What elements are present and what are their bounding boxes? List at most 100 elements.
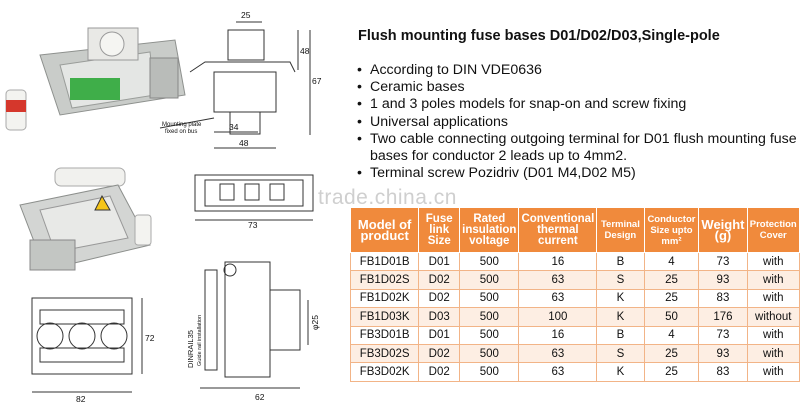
cell-terminal: B bbox=[596, 325, 645, 345]
cell-current: 63 bbox=[518, 362, 598, 382]
product-illustrations: 25 48 67 34 48 Mounting plate fixed on b… bbox=[0, 0, 350, 407]
cell-conductor: 25 bbox=[643, 343, 700, 364]
table-row: FB3D01B D01 500 16 B 4 73 with bbox=[349, 325, 800, 345]
dimension-drawing-3 bbox=[31, 297, 143, 393]
cell-conductor: 25 bbox=[643, 288, 700, 309]
cell-terminal: K bbox=[596, 362, 645, 382]
cell-size: D02 bbox=[418, 343, 461, 364]
cell-current: 63 bbox=[518, 288, 598, 309]
cell-weight: 83 bbox=[698, 362, 748, 382]
drawings-svg: 25 48 67 34 48 Mounting plate fixed on b… bbox=[5, 10, 322, 404]
cell-cover: with bbox=[746, 343, 800, 364]
feature-list: According to DIN VDE0636 Ceramic bases 1… bbox=[354, 62, 798, 183]
cell-size: D01 bbox=[418, 251, 461, 272]
watermark: trade.china.cn bbox=[318, 186, 457, 209]
table-row: FB1D03K D03 500 100 K 50 176 without bbox=[349, 307, 800, 327]
table-row: FB3D02K D02 500 63 K 25 83 with bbox=[349, 362, 800, 382]
header-weight: Weight (g) bbox=[698, 207, 748, 253]
cell-model: FB3D01B bbox=[349, 325, 420, 345]
dim-48-right-label: 48 bbox=[300, 46, 310, 56]
cell-conductor: 4 bbox=[643, 251, 700, 272]
dim-67-label: 67 bbox=[312, 76, 322, 86]
dim-34-label: 34 bbox=[229, 122, 239, 132]
cell-current: 16 bbox=[518, 325, 598, 345]
cell-conductor: 4 bbox=[643, 325, 700, 345]
cell-weight: 83 bbox=[698, 288, 748, 309]
feature-item: Universal applications bbox=[354, 114, 798, 131]
cell-current: 63 bbox=[518, 343, 598, 364]
cell-cover: with bbox=[746, 362, 800, 382]
mounting-plate-label: Mounting plate bbox=[162, 122, 202, 128]
table-row: FB1D02K D02 500 63 K 25 83 with bbox=[349, 288, 800, 309]
dimension-drawing-2 bbox=[194, 174, 314, 221]
table-header-row: Model of product Fuse link Size Rated in… bbox=[349, 207, 800, 253]
dim-48-bottom-label: 48 bbox=[239, 138, 249, 148]
cell-cover: with bbox=[746, 288, 800, 309]
header-conductor-size: Conductor Size upto mm² bbox=[643, 207, 700, 253]
feature-item: Two cable connecting outgoing terminal f… bbox=[354, 131, 798, 165]
dim-phi25-label: φ25 bbox=[310, 315, 320, 330]
table-row: FB3D02S D02 500 63 S 25 93 with bbox=[349, 343, 800, 364]
cell-voltage: 500 bbox=[459, 288, 520, 309]
cell-conductor: 50 bbox=[643, 307, 700, 327]
cell-size: D01 bbox=[418, 325, 461, 345]
cell-size: D03 bbox=[418, 307, 461, 327]
cell-terminal: B bbox=[596, 251, 645, 272]
table-row: FB1D01B D01 500 16 B 4 73 with bbox=[349, 251, 800, 272]
spec-table: Model of product Fuse link Size Rated in… bbox=[349, 207, 800, 382]
spec-panel: Flush mounting fuse bases D01/D02/D03,Si… bbox=[349, 0, 800, 407]
cell-size: D02 bbox=[418, 270, 461, 290]
cell-size: D02 bbox=[418, 288, 461, 309]
dim-73-label: 73 bbox=[248, 220, 258, 230]
cell-model: FB1D01B bbox=[349, 251, 420, 272]
header-protection-cover: Protection Cover bbox=[746, 207, 800, 253]
cell-conductor: 25 bbox=[643, 362, 700, 382]
dinrail-label: DINRAIL35 bbox=[186, 330, 195, 368]
header-fuse-link-size: Fuse link Size bbox=[418, 207, 461, 253]
fuse-base-photo-2 bbox=[19, 167, 152, 271]
cell-terminal: S bbox=[596, 270, 645, 290]
cell-voltage: 500 bbox=[459, 307, 520, 327]
cell-voltage: 500 bbox=[459, 251, 520, 272]
cell-terminal: K bbox=[596, 307, 645, 327]
dim-82-label: 82 bbox=[76, 394, 86, 404]
cell-voltage: 500 bbox=[459, 270, 520, 290]
cell-conductor: 25 bbox=[643, 270, 700, 290]
cell-current: 63 bbox=[518, 270, 598, 290]
feature-item: 1 and 3 poles models for snap-on and scr… bbox=[354, 96, 798, 113]
dimension-drawing-4 bbox=[200, 261, 309, 389]
header-terminal-design: Terminal Design bbox=[596, 207, 645, 253]
header-model: Model of product bbox=[349, 207, 420, 253]
cell-cover: with bbox=[746, 270, 800, 290]
cell-cover: without bbox=[746, 307, 800, 327]
header-voltage: Rated insulation voltage bbox=[459, 207, 520, 253]
dim-62-label: 62 bbox=[255, 392, 265, 402]
cell-model: FB3D02K bbox=[349, 362, 420, 382]
cell-cover: with bbox=[746, 325, 800, 345]
cell-cover: with bbox=[746, 251, 800, 272]
cell-weight: 176 bbox=[698, 307, 748, 327]
feature-item: Terminal screw Pozidriv (D01 M4,D02 M5) bbox=[354, 165, 798, 182]
cell-weight: 73 bbox=[698, 251, 748, 272]
cell-size: D02 bbox=[418, 362, 461, 382]
dim-72-label: 72 bbox=[145, 333, 155, 343]
cell-terminal: S bbox=[596, 343, 645, 364]
cell-weight: 73 bbox=[698, 325, 748, 345]
cell-terminal: K bbox=[596, 288, 645, 309]
fixed-on-bus-label: fixed on bus bbox=[165, 129, 197, 135]
cell-model: FB1D02K bbox=[349, 288, 420, 309]
cell-current: 100 bbox=[518, 307, 598, 327]
cell-voltage: 500 bbox=[459, 325, 520, 345]
green-label bbox=[70, 78, 120, 100]
dimension-drawing-1 bbox=[159, 21, 311, 149]
cell-voltage: 500 bbox=[459, 362, 520, 382]
cell-weight: 93 bbox=[698, 343, 748, 364]
cell-weight: 93 bbox=[698, 270, 748, 290]
feature-item: According to DIN VDE0636 bbox=[354, 62, 798, 79]
product-title: Flush mounting fuse bases D01/D02/D03,Si… bbox=[358, 28, 720, 44]
cell-model: FB3D02S bbox=[349, 343, 420, 364]
cell-model: FB1D03K bbox=[349, 307, 420, 327]
dim-25-label: 25 bbox=[241, 10, 251, 20]
cell-voltage: 500 bbox=[459, 343, 520, 364]
guide-rail-label: Guide rail installation bbox=[197, 315, 203, 366]
